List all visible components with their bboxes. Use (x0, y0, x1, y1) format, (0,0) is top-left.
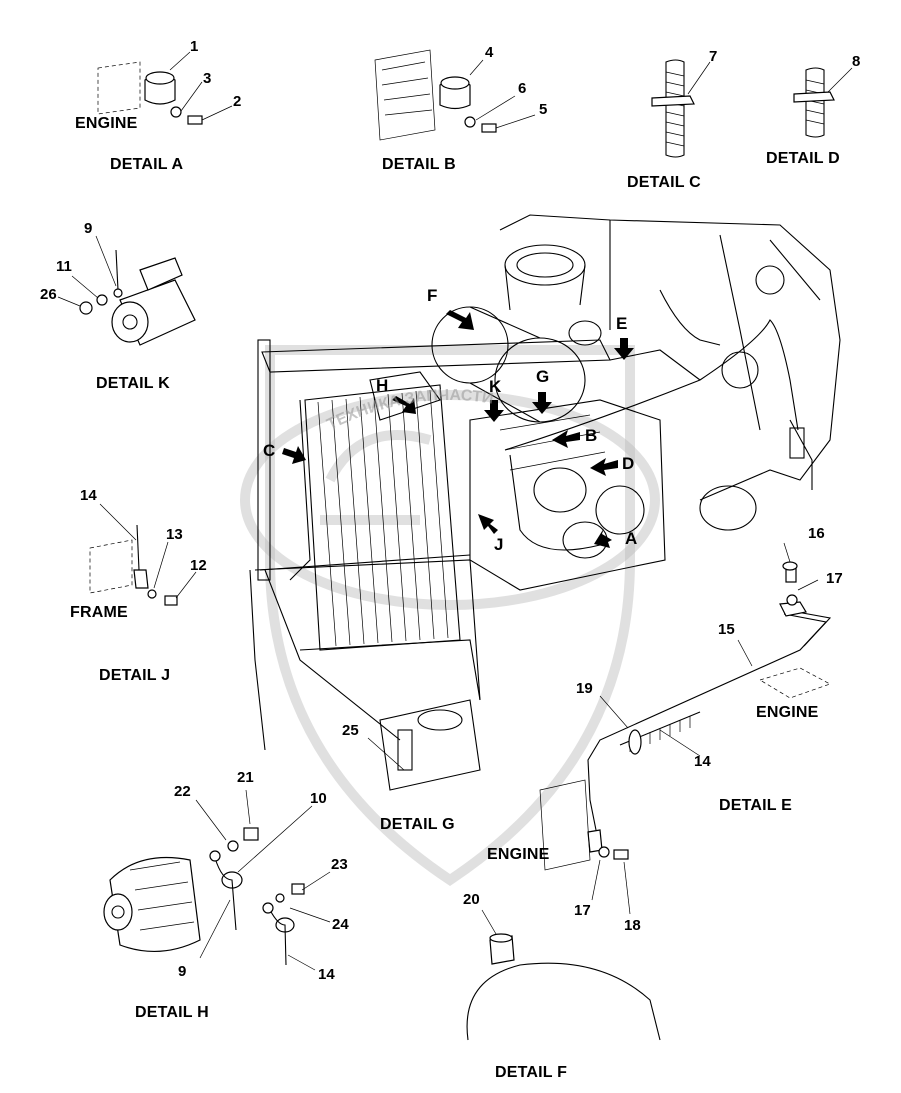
arrow-label-d: D (622, 454, 635, 473)
engine-label-e-bottom: ENGINE (487, 846, 550, 863)
arrow-label-h: H (376, 376, 389, 395)
engine-label-e-top: ENGINE (756, 704, 819, 721)
detail-h-drawing (103, 789, 331, 971)
detail-c-title: DETAIL C (627, 174, 701, 191)
detail-d-title: DETAIL D (766, 150, 840, 167)
frame-label-j: FRAME (70, 604, 128, 621)
arrow-label-e: E (616, 314, 628, 333)
detail-b-title: DETAIL B (382, 156, 456, 173)
detail-f-drawing (466, 909, 661, 1041)
arrow-label-c: C (263, 441, 276, 460)
arrow-label-f: F (427, 286, 438, 305)
callout-13: 13 (166, 526, 183, 543)
detail-e-drawing (539, 542, 832, 915)
callout-3: 3 (203, 70, 212, 87)
callout-19: 19 (576, 680, 593, 697)
detail-g-title: DETAIL G (380, 816, 455, 833)
detail-g-drawing (367, 737, 405, 771)
callout-22: 22 (174, 783, 191, 800)
callout-8: 8 (852, 53, 861, 70)
detail-c-drawing (651, 59, 711, 158)
callout-18: 18 (624, 917, 641, 934)
detail-b-drawing (374, 49, 536, 141)
callout-9-k: 9 (84, 220, 93, 237)
callout-10: 10 (310, 790, 327, 807)
detail-d-drawing (793, 67, 853, 138)
callout-17-top: 17 (826, 570, 843, 587)
callout-2: 2 (233, 93, 242, 110)
callout-15: 15 (718, 621, 735, 638)
detail-h-title: DETAIL H (135, 1004, 209, 1021)
view-arrows (282, 310, 634, 548)
callout-24: 24 (332, 916, 349, 933)
detail-a-drawing (97, 51, 233, 125)
callout-14-j: 14 (80, 487, 97, 504)
detail-k-title: DETAIL K (96, 375, 170, 392)
callout-4: 4 (485, 44, 494, 61)
callout-20: 20 (463, 891, 480, 908)
engine-assembly-drawing (249, 214, 841, 791)
callout-14-e: 14 (694, 753, 711, 770)
callout-16: 16 (808, 525, 825, 542)
detail-f-title: DETAIL F (495, 1064, 568, 1081)
callout-17-bottom: 17 (574, 902, 591, 919)
detail-e-title: DETAIL E (719, 797, 793, 814)
callout-12: 12 (190, 557, 207, 574)
callout-23: 23 (331, 856, 348, 873)
detail-j-title: DETAIL J (99, 667, 171, 684)
callout-11: 11 (56, 258, 72, 275)
callout-21: 21 (237, 769, 254, 786)
detail-j-drawing (89, 503, 197, 606)
callout-14-h: 14 (318, 966, 335, 983)
detail-a-title: DETAIL A (110, 156, 184, 173)
callout-25: 25 (342, 722, 359, 739)
arrow-label-k: K (489, 377, 502, 396)
arrow-label-j: J (494, 535, 504, 554)
arrow-label-g: G (536, 367, 550, 386)
arrow-label-a: A (625, 529, 638, 548)
callout-9-h: 9 (178, 963, 187, 980)
callout-6: 6 (518, 80, 527, 97)
callout-7: 7 (709, 48, 718, 65)
callout-1: 1 (190, 38, 199, 55)
engine-label-a: ENGINE (75, 115, 138, 132)
callout-26: 26 (40, 286, 57, 303)
arrow-label-b: B (585, 426, 598, 445)
detail-k-drawing (57, 235, 196, 346)
callout-5: 5 (539, 101, 548, 118)
